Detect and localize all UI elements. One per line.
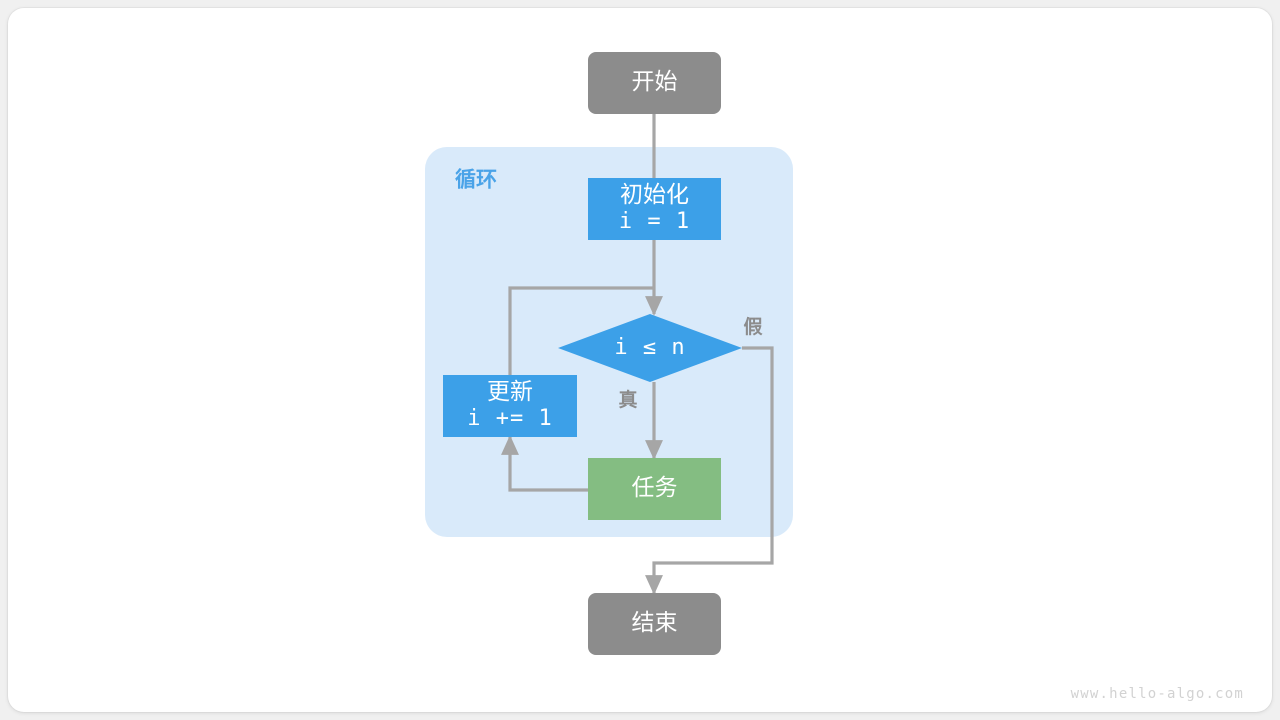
edge-task-to-update	[501, 435, 588, 492]
init-node-label-1: i = 1	[619, 209, 690, 234]
watermark: www.hello-algo.com	[1070, 686, 1244, 702]
edge-layer	[501, 114, 774, 595]
start-node-label-0: 开始	[632, 68, 678, 94]
loop-group-label: 循环	[455, 168, 497, 192]
edge-label-false: 假	[743, 315, 762, 338]
condition-node-label-0: i ≤ n	[614, 335, 685, 360]
edge-label-layer: 真假	[618, 315, 762, 411]
condition-node-shape	[558, 314, 742, 382]
init-node-shape	[588, 178, 721, 240]
start-node-shape	[588, 52, 721, 114]
edge-label-true: 真	[618, 388, 637, 411]
update-node-label-0: 更新	[487, 378, 533, 404]
edge-update-to-condition	[508, 286, 654, 375]
edge-condition-false	[645, 346, 774, 595]
update-node-label-1: i += 1	[467, 406, 552, 431]
update-node-shape	[443, 375, 577, 437]
task-node-label-0: 任务	[632, 474, 678, 500]
task-node-shape	[588, 458, 721, 520]
end-node-label-0: 结束	[632, 609, 678, 635]
init-node-label-0: 初始化	[620, 181, 689, 207]
end-node-shape	[588, 593, 721, 655]
